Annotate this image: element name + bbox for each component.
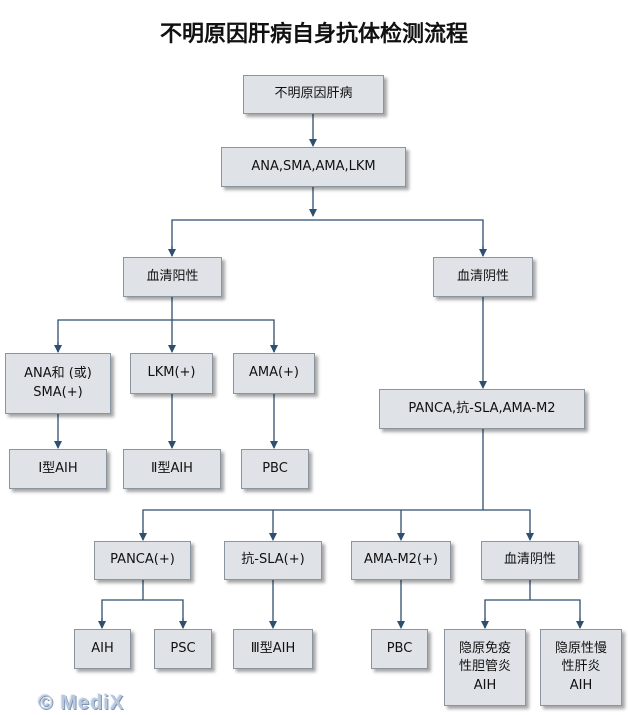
node-antibodies: ANA,SMA,AMA,LKM — [221, 147, 406, 187]
node-panca-sla-ama: PANCA,抗-SLA,AMA-M2 — [379, 389, 585, 429]
page-title: 不明原因肝病自身抗体检测流程 — [159, 21, 468, 47]
node-serum-negative: 血清阴性 — [433, 257, 533, 297]
node-cryptogenic-hepatitis: 隐原性慢 性肝炎 AIH — [540, 629, 622, 706]
node-aih2: Ⅱ型AIH — [123, 449, 221, 489]
node-ana-sma: ANA和 (或) SMA(+) — [5, 353, 111, 414]
node-ama-m2-pos: AMA-M2(+) — [351, 541, 451, 580]
node-lkm: LKM(+) — [130, 353, 213, 394]
node-psc: PSC — [154, 629, 212, 669]
edge-negative2-branches — [484, 599, 581, 628]
watermark-logo: © MediX — [38, 692, 125, 714]
node-aih3: Ⅲ型AIH — [233, 629, 313, 669]
edge-panca-branches — [142, 509, 531, 540]
node-serum-negative2: 血清阴性 — [481, 541, 579, 580]
node-pbc1: PBC — [241, 449, 309, 489]
node-sla-pos: 抗-SLA(+) — [224, 541, 322, 580]
node-ama: AMA(+) — [233, 353, 315, 394]
node-cryptogenic-cholangitis: 隐原免疫 性胆管炎 AIH — [444, 629, 526, 706]
node-aih1: Ⅰ型AIH — [9, 449, 107, 489]
edge-pancapos-branches — [101, 599, 184, 628]
node-root: 不明原因肝病 — [243, 75, 384, 114]
edge-split-serum — [171, 219, 484, 256]
node-pbc2: PBC — [371, 629, 428, 669]
edge-positive-branches — [57, 319, 275, 352]
node-aih: AIH — [74, 629, 131, 669]
node-panca-pos: PANCA(+) — [94, 541, 191, 580]
node-serum-positive: 血清阳性 — [123, 257, 222, 297]
